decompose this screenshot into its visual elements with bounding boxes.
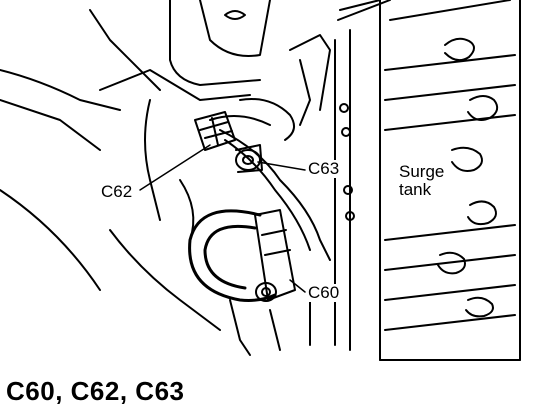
connector-c62 (194, 111, 236, 151)
label-surge-tank: Surge tank (397, 163, 471, 199)
wiring-harness (188, 98, 331, 302)
surge-tank (334, 0, 521, 361)
diagram-caption: C60, C62, C63 (6, 376, 185, 406)
label-c63: C63 (306, 159, 342, 178)
label-c60: C60 (306, 283, 342, 302)
leader-lines (139, 144, 306, 293)
label-c62: C62 (99, 182, 135, 201)
engine-components (0, 0, 331, 356)
label-surge-line1: Surge (399, 162, 445, 181)
connector-c60 (254, 209, 296, 302)
label-surge-line2: tank (399, 180, 432, 199)
connector-c63 (235, 144, 263, 173)
